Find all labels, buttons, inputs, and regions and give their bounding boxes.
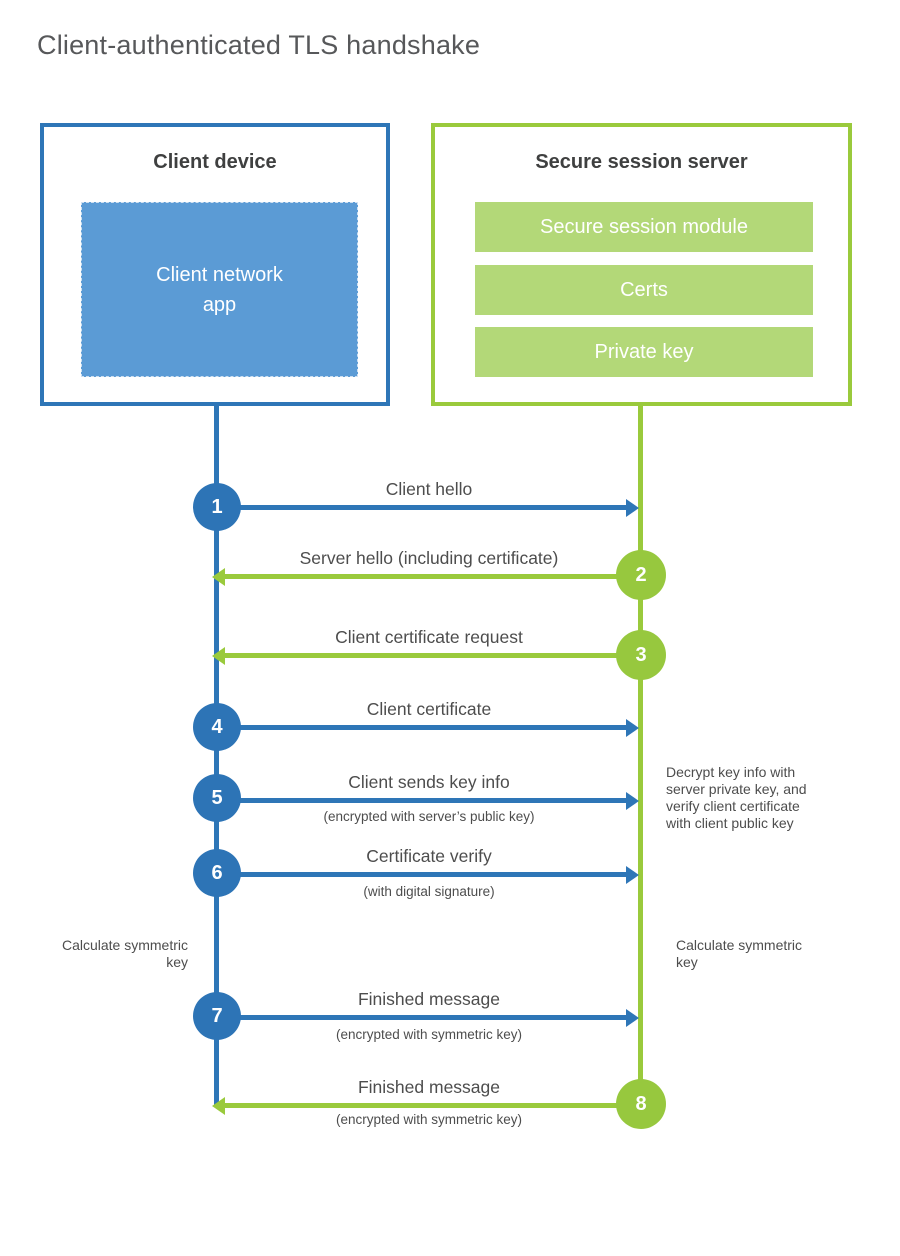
server-lifeline: [638, 406, 643, 1106]
step-sublabel: (with digital signature): [363, 884, 495, 899]
step-circle-1: 1: [193, 483, 241, 531]
arrow-right-certificate-verify: [217, 872, 626, 877]
note-calculate-symmetric-key-server: Calculate symmetric key: [676, 937, 803, 970]
client-lifeline: [214, 406, 219, 1106]
step-circle-2: 2: [616, 550, 666, 600]
client-device-box: Client device Client network app: [40, 123, 390, 406]
page-title: Client-authenticated TLS handshake: [37, 30, 481, 60]
arrow-right-client-certificate: [217, 725, 626, 730]
step-circle-4: 4: [193, 703, 241, 751]
arrow-right-client-hello: [217, 505, 626, 510]
client-device-title: Client device: [153, 151, 277, 173]
step-circle-7: 7: [193, 992, 241, 1040]
step-label: Finished message: [357, 1077, 501, 1097]
client-network-app-label: Client network app: [156, 263, 283, 316]
step-label: Certificate verify: [366, 846, 492, 866]
step-label: Server hello (including certificate): [299, 548, 559, 568]
step-sublabel: (encrypted with server’s public key): [323, 809, 535, 824]
arrow-right-client-key-info: [217, 798, 626, 803]
step-circle-5: 5: [193, 774, 241, 822]
step-circle-3: 3: [616, 630, 666, 680]
server-module-secure-session: Secure session module: [475, 202, 813, 252]
server-module-certs: Certs: [475, 265, 813, 315]
step-circle-8: 8: [616, 1079, 666, 1129]
step-label: Client certificate request: [335, 627, 523, 647]
step-sublabel: (encrypted with symmetric key): [335, 1112, 523, 1127]
arrow-right-finished-message: [217, 1015, 626, 1020]
step-sublabel: (encrypted with symmetric key): [335, 1027, 523, 1042]
arrow-left-server-hello: [225, 574, 641, 579]
step-label: Client sends key info: [348, 772, 510, 792]
client-network-app-box: Client network app: [81, 202, 358, 377]
secure-session-server-title: Secure session server: [535, 151, 748, 173]
step-label: Client certificate: [366, 699, 492, 719]
secure-session-server-box: Secure session server Secure session mod…: [431, 123, 852, 406]
server-module-private-key: Private key: [475, 327, 813, 377]
arrow-left-finished-message: [225, 1103, 641, 1108]
step-label: Finished message: [357, 989, 501, 1009]
step-circle-6: 6: [193, 849, 241, 897]
note-decrypt-key-info: Decrypt key info with server private key…: [666, 764, 807, 831]
note-calculate-symmetric-key-client: Calculate symmetric key: [61, 937, 188, 970]
arrow-left-client-certificate-request: [225, 653, 641, 658]
step-label: Client hello: [385, 479, 473, 499]
